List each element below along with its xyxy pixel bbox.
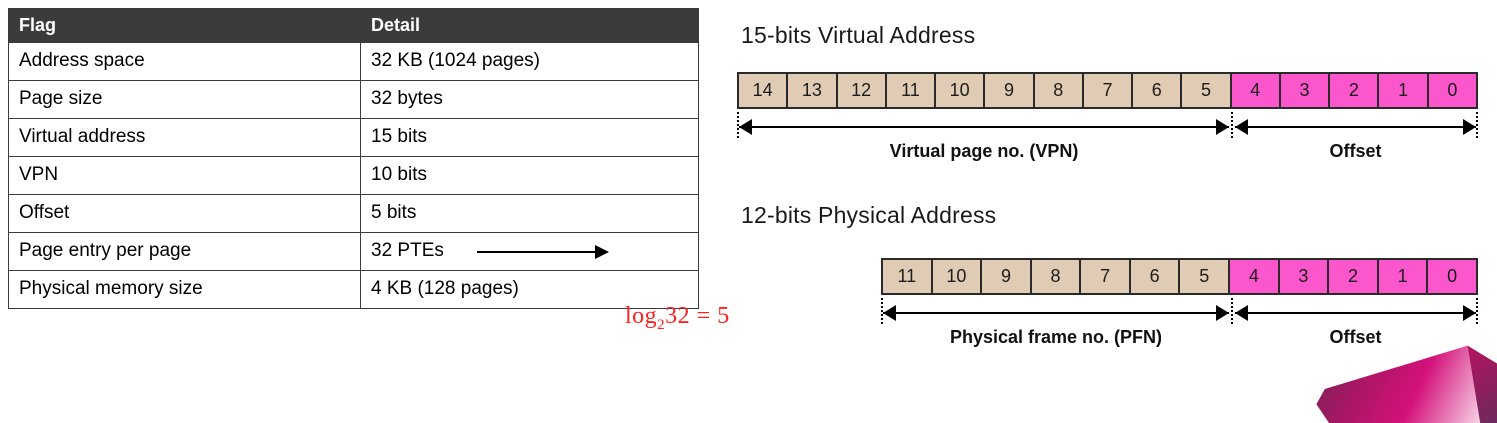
bit-cell: 8	[1031, 260, 1082, 293]
arrow-right-icon	[1463, 305, 1476, 321]
offset-span-label: Offset	[1329, 327, 1382, 347]
table-body: Address space 32 KB (1024 pages) Page si…	[8, 42, 699, 309]
virtual-address-bit-bar: 14 13 12 11 10 9 8 7 6 5 4 3 2 1 0	[737, 72, 1478, 109]
span-tick	[1231, 298, 1235, 324]
span-tick	[1231, 112, 1235, 138]
column-header-flag: Flag	[8, 8, 361, 43]
bit-cell: 3	[1279, 260, 1330, 293]
physical-address-bit-bar: 11 10 9 8 7 6 5 4 3 2 1 0	[881, 258, 1478, 295]
log-formula-prefix: log	[625, 303, 658, 329]
log-formula-base: 2	[657, 316, 666, 333]
span-tick	[737, 112, 741, 138]
cell-detail: 5 bits	[360, 194, 699, 233]
bit-cell: 1	[1378, 260, 1429, 293]
bit-cell: 7	[1083, 74, 1134, 107]
cell-detail: 4 KB (128 pages)	[360, 270, 699, 309]
bit-cell: 3	[1280, 74, 1331, 107]
bit-cell: 6	[1133, 74, 1183, 107]
span-tick	[1476, 298, 1480, 324]
arrow-left-icon	[1235, 305, 1248, 321]
vpn-span-ruler	[739, 117, 1229, 137]
offset-span-ruler	[1235, 303, 1476, 323]
offset-span-ruler	[1235, 117, 1476, 137]
table-row: VPN 10 bits	[8, 156, 699, 195]
virtual-address-diagram: 15-bits Virtual Address 14 13 12 11 10 9…	[737, 0, 1482, 180]
arrow-right-icon	[1216, 305, 1229, 321]
pfn-span-ruler	[883, 303, 1229, 323]
cell-detail: 10 bits	[360, 156, 699, 195]
bit-cell: 5	[1180, 260, 1231, 293]
cell-detail: 15 bits	[360, 118, 699, 157]
arrow-left-icon	[1235, 119, 1248, 135]
bit-cell: 11	[883, 260, 933, 293]
ruler-line	[1235, 312, 1476, 314]
bit-cell: 11	[886, 74, 937, 107]
span-tick	[881, 298, 885, 324]
arrow-left-icon	[883, 305, 896, 321]
arrow-right-icon	[1463, 119, 1476, 135]
arrow-left-icon	[739, 119, 752, 135]
ruler-line	[1235, 126, 1476, 128]
cell-detail-pte: 32 PTEs	[360, 232, 699, 271]
pfn-span-label: Physical frame no. (PFN)	[949, 327, 1163, 347]
bit-cell: 2	[1329, 260, 1379, 293]
bit-cell: 2	[1330, 74, 1380, 107]
bit-cell: 10	[936, 74, 986, 107]
cell-flag: VPN	[8, 156, 361, 195]
cell-detail: 32 bytes	[360, 80, 699, 119]
bit-cell: 6	[1130, 260, 1181, 293]
log-formula-annotation: log232 = 5	[625, 303, 730, 334]
paging-spec-table: Flag Detail Address space 32 KB (1024 pa…	[8, 8, 699, 309]
table-row: Page size 32 bytes	[8, 80, 699, 119]
cell-detail: 32 KB (1024 pages)	[360, 42, 699, 81]
right-arrow-icon	[477, 250, 607, 253]
vpn-span-label: Virtual page no. (VPN)	[889, 141, 1079, 161]
span-tick	[1476, 112, 1480, 138]
table-row: Page entry per page 32 PTEs	[8, 232, 699, 271]
bit-cell: 4	[1231, 74, 1281, 107]
physical-address-diagram: 12-bits Physical Address 11 10 9 8 7 6 5…	[737, 196, 1482, 381]
offset-span-label: Offset	[1329, 141, 1382, 161]
table-row: Address space 32 KB (1024 pages)	[8, 42, 699, 81]
bit-cell: 8	[1034, 74, 1084, 107]
bit-cell: 9	[982, 260, 1032, 293]
cell-flag: Address space	[8, 42, 361, 81]
bit-cell: 5	[1182, 74, 1232, 107]
cell-flag: Virtual address	[8, 118, 361, 157]
table-header-row: Flag Detail	[8, 8, 699, 43]
bit-cell: 9	[985, 74, 1035, 107]
cell-flag: Page size	[8, 80, 361, 119]
cell-flag: Offset	[8, 194, 361, 233]
bit-cell: 7	[1081, 260, 1131, 293]
bit-cell: 0	[1428, 260, 1476, 293]
table-row: Physical memory size 4 KB (128 pages)	[8, 270, 699, 309]
cell-flag: Physical memory size	[8, 270, 361, 309]
physical-address-title: 12-bits Physical Address	[741, 202, 997, 228]
column-header-detail: Detail	[360, 8, 699, 43]
virtual-address-title: 15-bits Virtual Address	[741, 22, 976, 48]
bit-cell: 1	[1379, 74, 1429, 107]
bit-cell: 12	[837, 74, 887, 107]
cell-detail-text: 32 PTEs	[371, 240, 444, 261]
table-row: Offset 5 bits	[8, 194, 699, 233]
bit-cell: 4	[1230, 260, 1280, 293]
arrow-right-icon	[1216, 119, 1229, 135]
table-row: Virtual address 15 bits	[8, 118, 699, 157]
log-formula-rest: 32 = 5	[665, 303, 730, 329]
cell-flag: Page entry per page	[8, 232, 361, 271]
bit-cell: 14	[739, 74, 789, 107]
bit-cell: 0	[1428, 74, 1476, 107]
ruler-line	[739, 126, 1229, 128]
bit-cell: 10	[932, 260, 983, 293]
ruler-line	[883, 312, 1229, 314]
bit-cell: 13	[788, 74, 838, 107]
